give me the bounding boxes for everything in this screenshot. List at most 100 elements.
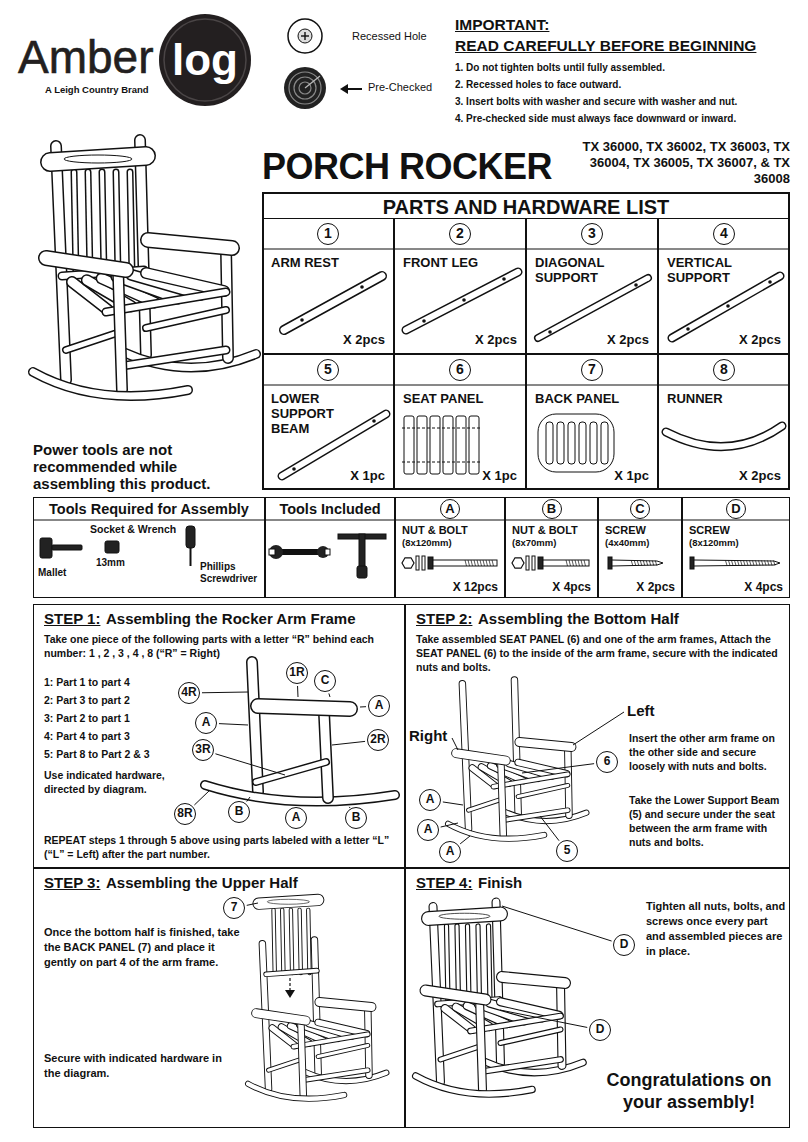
log-body bbox=[66, 332, 120, 350]
thread bbox=[637, 561, 639, 566]
back-slat bbox=[546, 422, 553, 464]
part-number: 7 bbox=[581, 359, 603, 381]
instruction-item: 3: Part 2 to part 1 bbox=[44, 711, 130, 725]
log-body bbox=[118, 268, 122, 390]
thread bbox=[471, 560, 473, 566]
bolt-shaft bbox=[543, 560, 589, 566]
callout: A bbox=[439, 841, 461, 863]
log-body bbox=[122, 350, 226, 366]
log-body bbox=[140, 140, 146, 355]
hardware-cell: BNUT & BOLT(8x70mm)X 4pcs bbox=[505, 497, 598, 598]
thread bbox=[489, 560, 491, 566]
bolt-hole bbox=[502, 277, 506, 281]
runner-body bbox=[33, 372, 188, 396]
log-body bbox=[429, 914, 501, 919]
log-outline bbox=[441, 1046, 482, 1060]
log-body bbox=[441, 1046, 482, 1060]
screw-head bbox=[608, 557, 612, 569]
thread bbox=[762, 561, 764, 566]
log-outline bbox=[429, 914, 501, 919]
log-outline bbox=[256, 1013, 306, 1020]
part-number: 3 bbox=[581, 223, 603, 245]
instruction-text: Once the bottom half is finished, take t… bbox=[44, 925, 244, 970]
log-outline bbox=[122, 350, 226, 366]
part-number: 5 bbox=[317, 359, 339, 381]
log-outline bbox=[469, 799, 502, 810]
part-cell: 2FRONT LEGX 2pcs bbox=[394, 218, 526, 354]
back-panel-frame bbox=[538, 414, 614, 472]
log-body bbox=[503, 810, 567, 820]
step-number: STEP 3: bbox=[44, 874, 100, 892]
log-outline bbox=[672, 276, 780, 338]
log-outline bbox=[318, 1022, 366, 1033]
thread bbox=[578, 560, 580, 566]
part-number: 6 bbox=[449, 359, 471, 381]
leader-line bbox=[247, 797, 250, 802]
log-body bbox=[319, 1002, 371, 1007]
screw-shaft bbox=[612, 560, 663, 566]
runner-outline bbox=[33, 372, 188, 396]
thread bbox=[581, 560, 583, 566]
back-slat bbox=[579, 422, 586, 464]
washer bbox=[422, 556, 425, 570]
log-outline bbox=[256, 762, 326, 782]
callout: B bbox=[228, 801, 250, 823]
log-outline bbox=[50, 156, 146, 162]
log-outline bbox=[291, 910, 292, 973]
log-body bbox=[282, 910, 283, 973]
tool-size: 13mm bbox=[96, 557, 125, 569]
bolt-hole bbox=[686, 327, 690, 331]
wrench-jaw bbox=[325, 549, 330, 555]
log-outline bbox=[318, 1045, 368, 1056]
runner-outline bbox=[666, 426, 782, 447]
nut bbox=[512, 558, 524, 568]
bolt-hole bbox=[726, 304, 730, 308]
column-heading: Tools Required for Assembly bbox=[34, 500, 264, 518]
hardware-cell: DSCREW(8x120mm)X 4pcs bbox=[682, 497, 790, 598]
log-body bbox=[518, 785, 568, 796]
bolt-head bbox=[428, 557, 433, 569]
bolt-hole bbox=[462, 298, 466, 302]
thread bbox=[747, 561, 749, 566]
log-body bbox=[252, 662, 258, 792]
log-outline bbox=[503, 810, 567, 820]
bolt-hole bbox=[300, 318, 304, 322]
log-body bbox=[514, 680, 518, 813]
thread bbox=[569, 560, 571, 566]
icon-label: Pre-Checked bbox=[368, 81, 432, 94]
log-body bbox=[301, 1019, 303, 1095]
log-body bbox=[672, 276, 780, 338]
part-quantity: X 1pc bbox=[614, 468, 649, 484]
log-body bbox=[489, 926, 491, 1003]
log-outline bbox=[269, 1059, 302, 1070]
log-body bbox=[519, 742, 571, 747]
hardware-cell: ANUT & BOLT(8x120mm)X 12pcs bbox=[395, 497, 505, 598]
washer bbox=[526, 556, 529, 570]
thread bbox=[756, 561, 758, 566]
bolt-shaft bbox=[433, 560, 497, 566]
log-body bbox=[50, 156, 146, 162]
leader-line bbox=[300, 805, 301, 806]
thread bbox=[566, 560, 568, 566]
mallet-handle bbox=[52, 545, 82, 550]
bolt-hole bbox=[422, 319, 426, 323]
thread bbox=[774, 561, 776, 566]
part-quantity: X 2pcs bbox=[607, 332, 649, 348]
thread bbox=[468, 560, 470, 566]
callout: 7 bbox=[223, 897, 245, 919]
step-number: STEP 4: bbox=[416, 874, 472, 892]
log-body bbox=[266, 971, 317, 975]
runner-body bbox=[666, 426, 782, 447]
notice-heading: READ CAREFULLY BEFORE BEGINNING bbox=[455, 37, 756, 56]
log-body bbox=[406, 272, 518, 330]
log-outline bbox=[140, 140, 146, 355]
log-body bbox=[116, 172, 118, 274]
thread bbox=[483, 560, 485, 566]
log-body bbox=[501, 1030, 561, 1044]
rocker-frame-illustration bbox=[448, 680, 586, 839]
callout: 2R bbox=[367, 729, 389, 751]
callout: 1R bbox=[286, 662, 308, 684]
thread bbox=[732, 561, 734, 566]
log-outline bbox=[501, 1030, 561, 1044]
thread bbox=[759, 561, 761, 566]
